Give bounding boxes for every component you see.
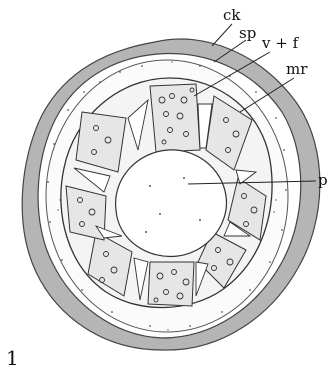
label-cork: ck	[223, 8, 241, 23]
figure-number: 1	[6, 348, 19, 368]
label-medullary-ray: mr	[286, 62, 307, 77]
label-vessels-fibres: v + f	[262, 36, 298, 51]
pith	[116, 150, 227, 257]
leader-line-ck	[212, 24, 232, 46]
label-pith: p	[318, 173, 327, 188]
vascular-bundle	[148, 262, 194, 306]
vascular-bundle	[150, 84, 200, 152]
label-sclerenchyma: sp	[239, 26, 256, 41]
